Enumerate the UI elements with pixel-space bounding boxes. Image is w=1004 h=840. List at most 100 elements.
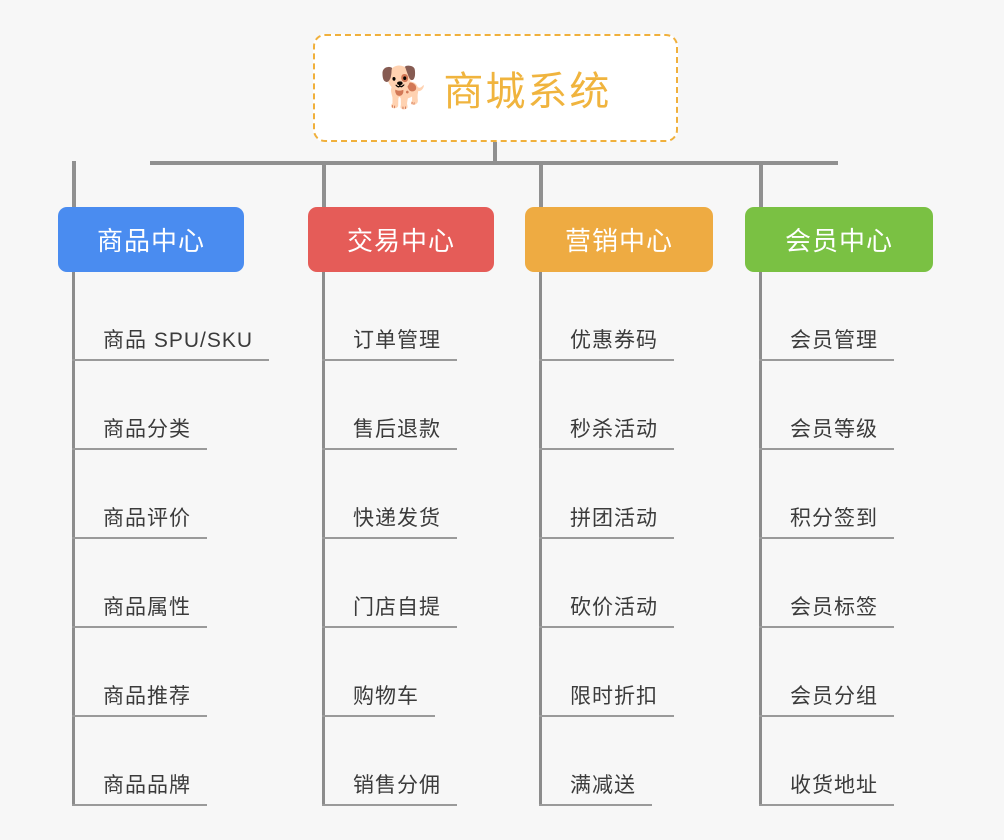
leaf-item-underline xyxy=(759,715,894,717)
column-items-product-center: 商品 SPU/SKU 商品分类商品评价商品属性商品推荐商品品牌 xyxy=(58,272,270,806)
leaf-item[interactable]: 门店自提 xyxy=(308,539,494,628)
leaf-item[interactable]: 砍价活动 xyxy=(525,539,713,628)
leaf-item-underline xyxy=(72,804,207,806)
leaf-item-label: 商品推荐 xyxy=(103,685,191,708)
category-header-label: 商品中心 xyxy=(96,226,205,256)
leaf-item[interactable]: 收货地址 xyxy=(745,717,933,806)
leaf-item-underline xyxy=(322,804,457,806)
column-items-trade-center: 订单管理售后退款快递发货门店自提购物车销售分佣 xyxy=(308,272,494,806)
leaf-item-label: 销售分佣 xyxy=(353,774,441,797)
leaf-item[interactable]: 会员分组 xyxy=(745,628,933,717)
leaf-item-label: 商品分类 xyxy=(103,418,191,441)
leaf-item-underline xyxy=(539,715,674,717)
leaf-item[interactable]: 快递发货 xyxy=(308,450,494,539)
leaf-item-label: 快递发货 xyxy=(353,507,441,530)
leaf-item-label: 秒杀活动 xyxy=(570,418,658,441)
leaf-item-underline xyxy=(539,537,674,539)
leaf-item-label: 限时折扣 xyxy=(570,685,658,708)
leaf-item[interactable]: 拼团活动 xyxy=(525,450,713,539)
leaf-item[interactable]: 商品品牌 xyxy=(58,717,244,806)
leaf-item-label: 会员分组 xyxy=(790,685,878,708)
leaf-item-label: 门店自提 xyxy=(353,596,441,619)
leaf-item-label: 商品评价 xyxy=(103,507,191,530)
leaf-item-underline xyxy=(539,626,674,628)
leaf-item[interactable]: 满减送 xyxy=(525,717,713,806)
leaf-item[interactable]: 限时折扣 xyxy=(525,628,713,717)
leaf-item[interactable]: 商品推荐 xyxy=(58,628,244,717)
shiba-dog-face-icon: 🐕 xyxy=(379,66,430,110)
leaf-item[interactable]: 订单管理 xyxy=(308,272,494,361)
leaf-item[interactable]: 会员管理 xyxy=(745,272,933,361)
leaf-item[interactable]: 会员等级 xyxy=(745,361,933,450)
leaf-item-label: 收货地址 xyxy=(790,774,878,797)
leaf-item-underline xyxy=(759,626,894,628)
leaf-item-underline xyxy=(72,626,207,628)
leaf-item-underline xyxy=(759,537,894,539)
leaf-item-underline xyxy=(759,448,894,450)
leaf-item[interactable]: 商品 SPU/SKU xyxy=(58,272,270,361)
leaf-item[interactable]: 购物车 xyxy=(308,628,494,717)
leaf-item-underline xyxy=(72,715,207,717)
leaf-item-label: 售后退款 xyxy=(353,418,441,441)
leaf-item-label: 拼团活动 xyxy=(570,507,658,530)
branch-drop-member-center xyxy=(759,161,763,208)
leaf-item-underline xyxy=(72,448,207,450)
branch-drop-marketing-center xyxy=(539,161,543,208)
leaf-item-label: 会员管理 xyxy=(790,329,878,352)
column-product-center: 商品中心商品 SPU/SKU 商品分类商品评价商品属性商品推荐商品品牌 xyxy=(58,207,270,806)
leaf-item[interactable]: 优惠券码 xyxy=(525,272,713,361)
leaf-item-underline xyxy=(322,715,435,717)
trunk-horizontal-connector xyxy=(150,161,838,165)
leaf-item-underline xyxy=(759,804,894,806)
leaf-item-label: 满减送 xyxy=(570,774,636,797)
leaf-item-label: 订单管理 xyxy=(353,329,441,352)
category-header-label: 交易中心 xyxy=(346,226,455,256)
leaf-item-label: 购物车 xyxy=(353,685,419,708)
leaf-item-label: 会员标签 xyxy=(790,596,878,619)
leaf-item-underline xyxy=(322,626,457,628)
leaf-item[interactable]: 销售分佣 xyxy=(308,717,494,806)
leaf-item-underline xyxy=(539,359,674,361)
leaf-item[interactable]: 积分签到 xyxy=(745,450,933,539)
leaf-item-underline xyxy=(539,804,652,806)
column-trade-center: 交易中心订单管理售后退款快递发货门店自提购物车销售分佣 xyxy=(308,207,494,806)
leaf-item[interactable]: 会员标签 xyxy=(745,539,933,628)
column-spine-member-center xyxy=(759,272,762,806)
category-header-trade-center[interactable]: 交易中心 xyxy=(308,207,494,272)
leaf-item-underline xyxy=(759,359,894,361)
leaf-item-underline xyxy=(322,537,457,539)
leaf-item-label: 商品品牌 xyxy=(103,774,191,797)
category-header-member-center[interactable]: 会员中心 xyxy=(745,207,933,272)
column-spine-product-center xyxy=(72,272,75,806)
trunk-stem-connector xyxy=(493,142,497,164)
leaf-item-label: 商品属性 xyxy=(103,596,191,619)
root-node[interactable]: 🐕 商城系统 xyxy=(313,34,678,142)
leaf-item-label: 优惠券码 xyxy=(570,329,658,352)
column-spine-marketing-center xyxy=(539,272,542,806)
leaf-item-underline xyxy=(72,359,270,361)
category-header-marketing-center[interactable]: 营销中心 xyxy=(525,207,713,272)
leaf-item-underline xyxy=(72,537,207,539)
branch-drop-trade-center xyxy=(322,161,326,208)
category-header-product-center[interactable]: 商品中心 xyxy=(58,207,244,272)
leaf-item-label: 商品 SPU/SKU xyxy=(103,329,254,352)
root-title: 商城系统 xyxy=(443,70,612,114)
column-marketing-center: 营销中心优惠券码秒杀活动拼团活动砍价活动限时折扣满减送 xyxy=(525,207,713,806)
column-items-member-center: 会员管理会员等级积分签到会员标签会员分组收货地址 xyxy=(745,272,933,806)
leaf-item-label: 会员等级 xyxy=(790,418,878,441)
leaf-item-underline xyxy=(322,448,457,450)
leaf-item-underline xyxy=(539,448,674,450)
column-items-marketing-center: 优惠券码秒杀活动拼团活动砍价活动限时折扣满减送 xyxy=(525,272,713,806)
branch-drop-product-center xyxy=(72,161,76,208)
category-header-label: 会员中心 xyxy=(784,226,893,256)
leaf-item[interactable]: 售后退款 xyxy=(308,361,494,450)
leaf-item[interactable]: 商品分类 xyxy=(58,361,244,450)
leaf-item[interactable]: 商品评价 xyxy=(58,450,244,539)
leaf-item-label: 砍价活动 xyxy=(570,596,658,619)
leaf-item-underline xyxy=(322,359,457,361)
leaf-item[interactable]: 商品属性 xyxy=(58,539,244,628)
leaf-item-label: 积分签到 xyxy=(790,507,878,530)
category-header-label: 营销中心 xyxy=(564,226,673,256)
leaf-item[interactable]: 秒杀活动 xyxy=(525,361,713,450)
column-spine-trade-center xyxy=(322,272,325,806)
